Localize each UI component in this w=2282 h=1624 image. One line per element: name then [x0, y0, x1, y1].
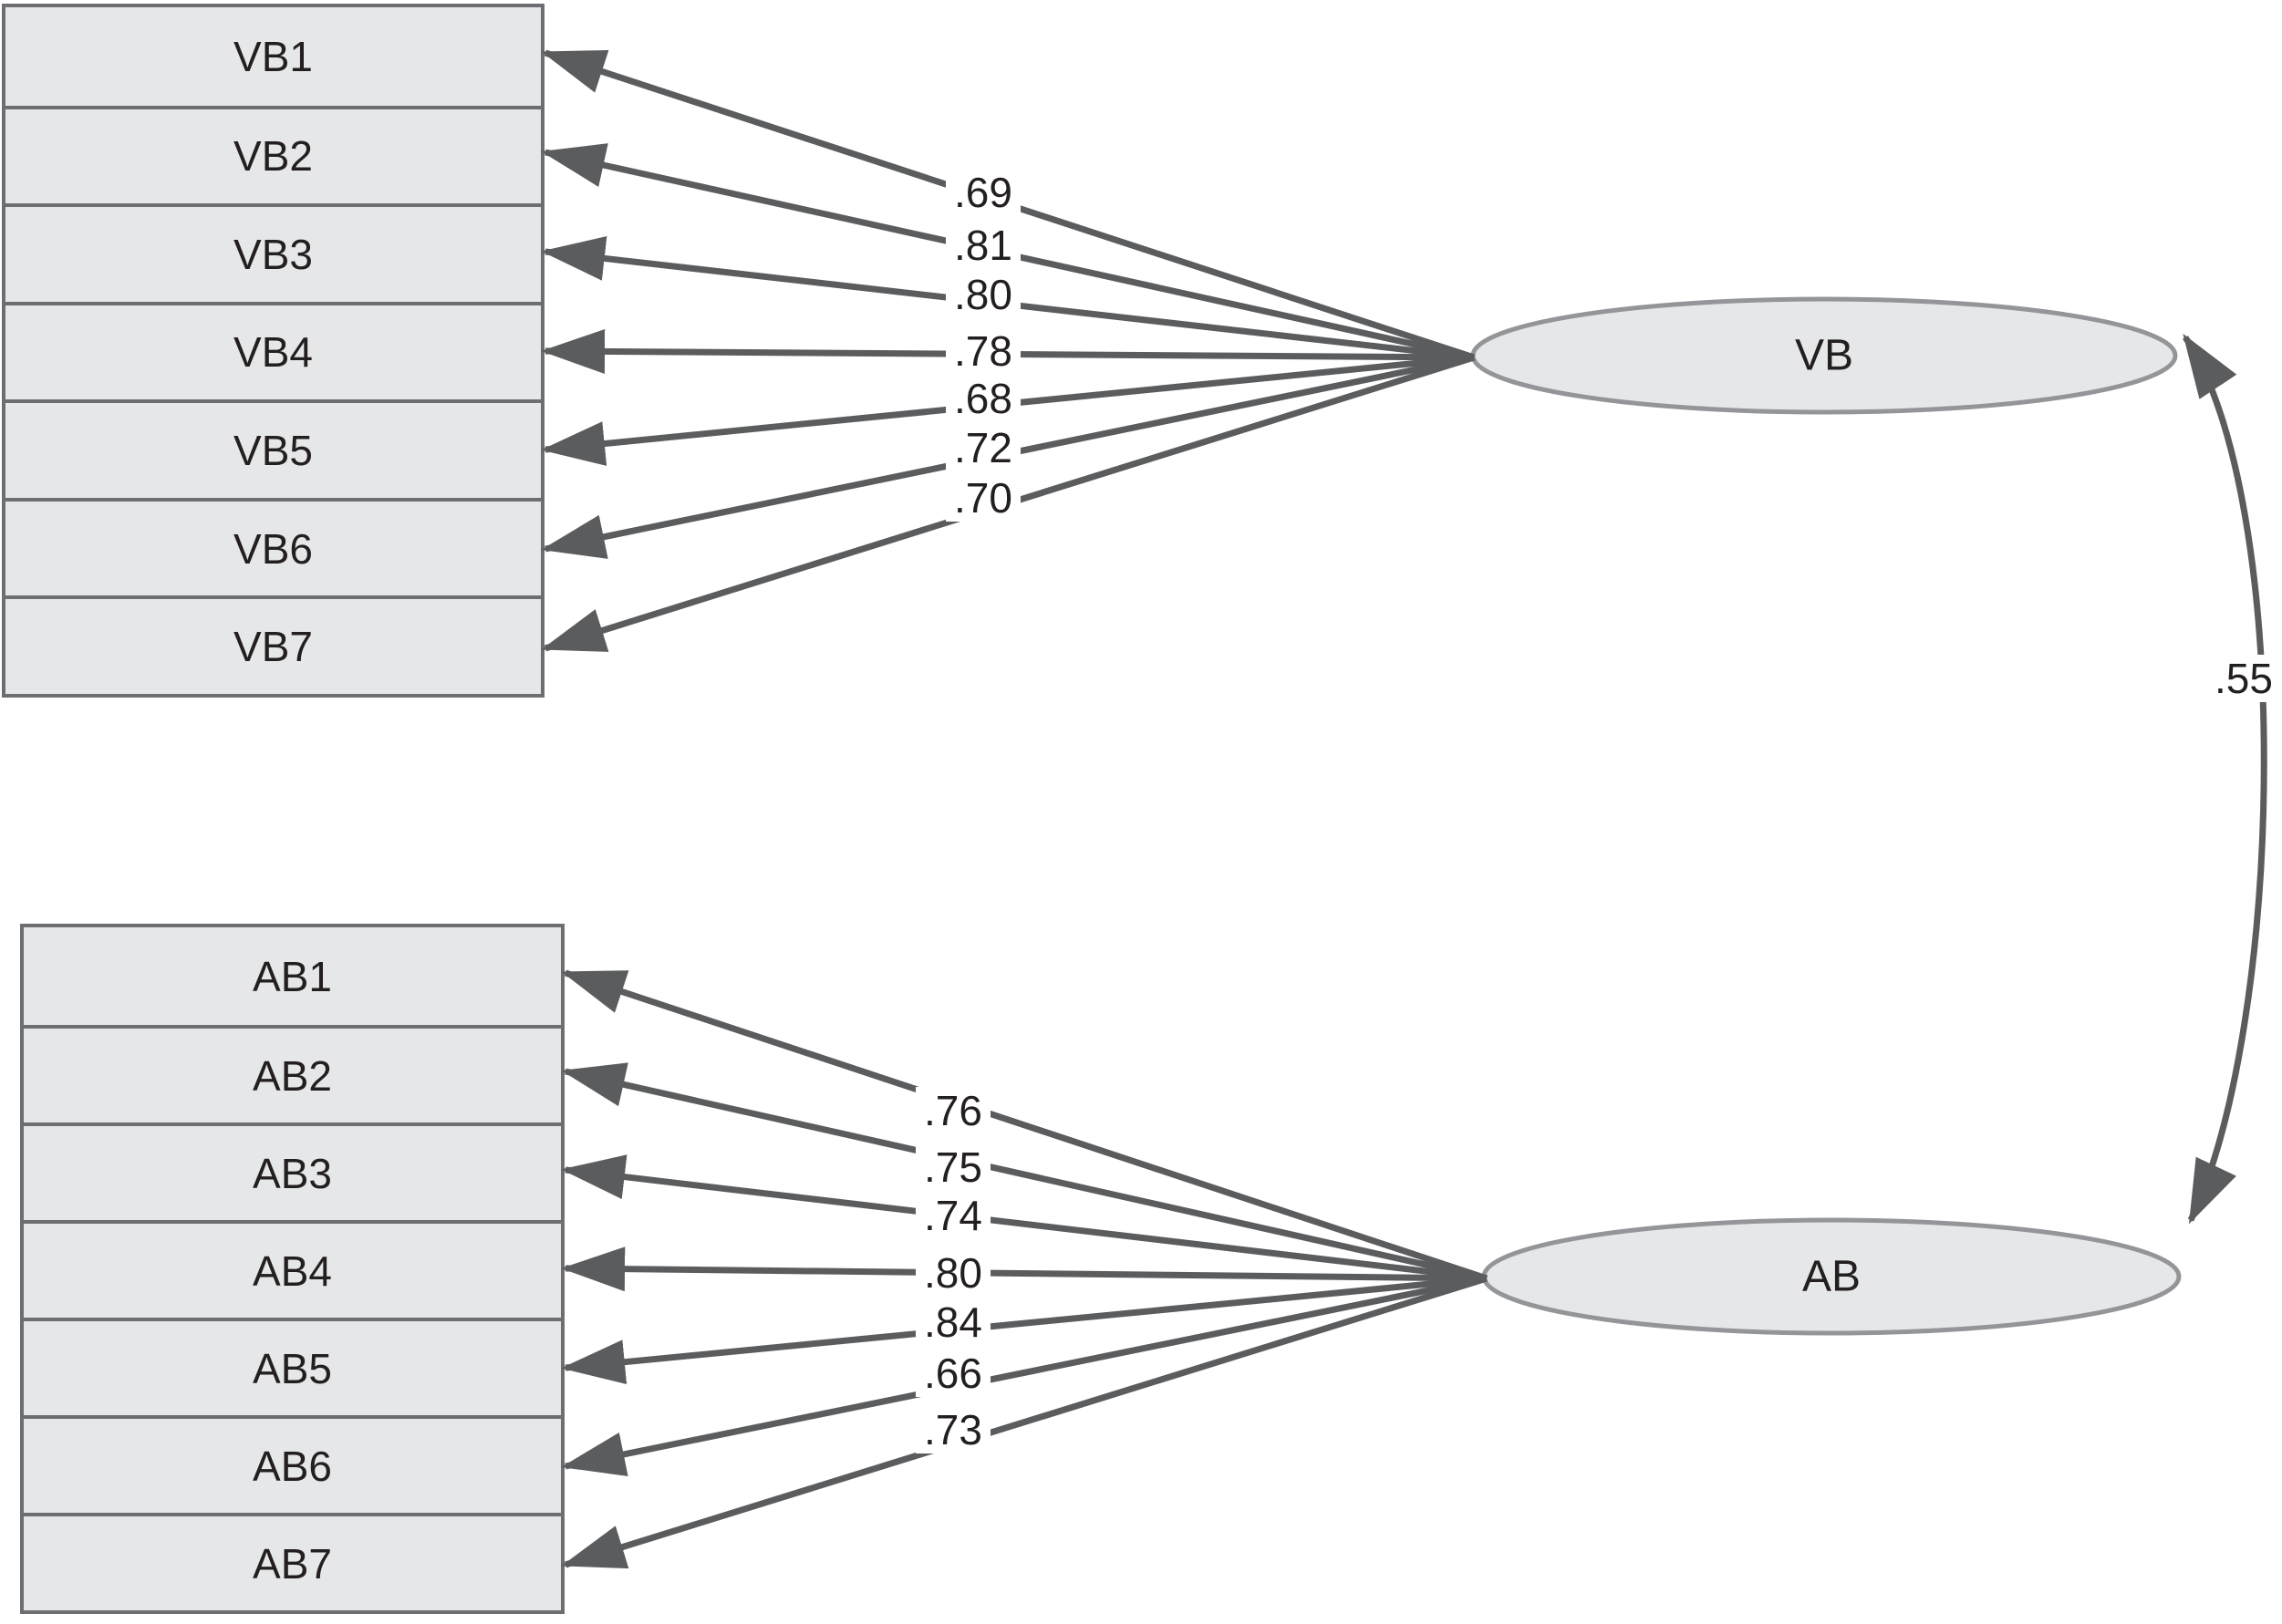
loading-value-vb4: .78: [946, 327, 1021, 375]
loading-value-ab3: .74: [916, 1192, 991, 1239]
indicator-label-ab6: AB6: [253, 1442, 332, 1490]
indicator-label-ab2: AB2: [253, 1051, 332, 1100]
latent-label-ab: AB: [1802, 1253, 1861, 1301]
loading-value-ab2: .75: [916, 1143, 991, 1191]
indicator-label-vb7: VB7: [233, 623, 313, 671]
loading-value-ab4: .80: [916, 1249, 991, 1297]
indicator-box-ab3: AB3: [24, 1122, 561, 1220]
arrow-ab-to-ab1: [561, 969, 1488, 1282]
loading-value-vb5: .68: [946, 375, 1021, 422]
indicator-box-ab4: AB4: [24, 1220, 561, 1318]
indicator-stack-vb: VB1 VB2 VB3 VB4 VB5 VB6 VB7: [2, 4, 545, 698]
indicator-label-vb1: VB1: [233, 32, 313, 80]
indicator-label-ab4: AB4: [253, 1246, 332, 1295]
loading-value-ab1: .76: [916, 1087, 991, 1134]
arrow-ab-to-ab7: [561, 1275, 1488, 1569]
indicator-box-vb7: VB7: [5, 595, 541, 694]
indicator-label-vb6: VB6: [233, 524, 313, 573]
indicator-box-vb2: VB2: [5, 105, 541, 204]
loading-value-vb2: .81: [946, 222, 1021, 269]
arrow-ab-to-ab6: [561, 1275, 1488, 1476]
arrow-ab-to-ab2: [561, 1062, 1488, 1282]
indicator-box-vb1: VB1: [5, 7, 541, 106]
indicator-label-vb3: VB3: [233, 230, 313, 278]
indicator-label-ab7: AB7: [253, 1539, 332, 1588]
loading-value-vb3: .80: [946, 271, 1021, 318]
loading-value-vb6: .72: [946, 424, 1021, 471]
indicator-box-vb4: VB4: [5, 301, 541, 400]
arrow-ab-to-ab5: [561, 1275, 1488, 1385]
indicator-box-vb5: VB5: [5, 399, 541, 498]
indicator-label-vb4: VB4: [233, 328, 313, 377]
indicator-box-ab7: AB7: [24, 1513, 561, 1610]
latent-label-vb: VB: [1795, 332, 1853, 380]
indicator-label-ab5: AB5: [253, 1344, 332, 1392]
indicator-box-ab5: AB5: [24, 1318, 561, 1415]
loading-value-ab6: .66: [916, 1350, 991, 1397]
indicator-box-ab6: AB6: [24, 1415, 561, 1513]
correlation-value: .55: [2206, 655, 2281, 702]
loading-value-ab5: .84: [916, 1298, 991, 1346]
indicator-box-vb6: VB6: [5, 497, 541, 596]
indicator-label-vb2: VB2: [233, 132, 313, 181]
indicator-box-ab1: AB1: [24, 927, 561, 1025]
arrow-ab-to-ab3: [561, 1154, 1488, 1282]
loading-value-vb7: .70: [946, 474, 1021, 522]
indicator-label-ab3: AB3: [253, 1149, 332, 1197]
loading-value-vb1: .69: [946, 169, 1021, 216]
indicator-label-ab1: AB1: [253, 952, 332, 1000]
indicator-stack-ab: AB1 AB2 AB3 AB4 AB5 AB6 AB7: [20, 924, 565, 1614]
loading-value-ab7: .73: [916, 1406, 991, 1453]
indicator-box-ab2: AB2: [24, 1025, 561, 1122]
indicator-label-vb5: VB5: [233, 427, 313, 475]
arrow-ab-to-ab4: [561, 1246, 1488, 1292]
correlation-double-arrow: [2183, 333, 2267, 1225]
indicator-box-vb3: VB3: [5, 203, 541, 302]
